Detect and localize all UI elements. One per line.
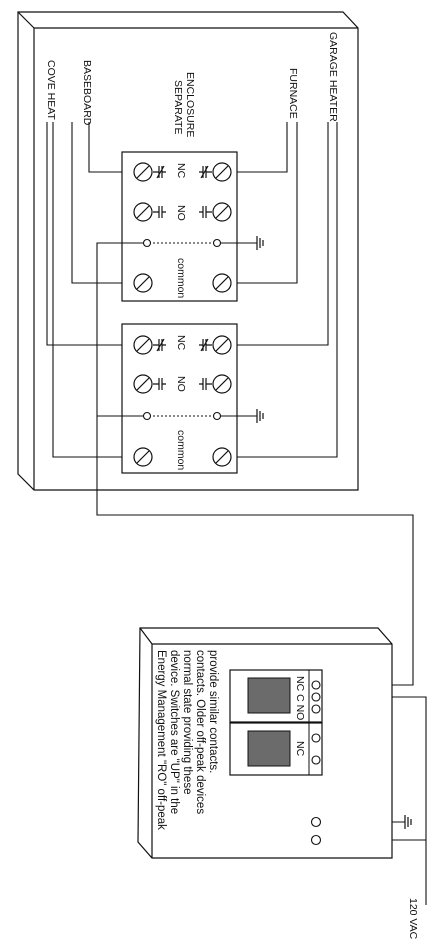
load-label-baseboard: BASEBOARD (81, 60, 93, 126)
load-wires (46, 122, 338, 458)
ground-icon (256, 409, 264, 423)
supply-voltage-label: 120 VAC (407, 898, 419, 940)
device-description-line-2: device. Switches are "UP" in the (168, 650, 180, 814)
wire-cove-heat-b (52, 122, 135, 458)
wire-baseboard-a (88, 122, 135, 173)
switch-nc-c-no: NC C NO (229, 669, 323, 723)
enclosure-title: SEPARATE ENCLOSURE (172, 72, 196, 137)
relay-lower-common-label: common (175, 430, 187, 470)
relay-upper-common-label: common (175, 258, 187, 298)
device-description: Energy Management "RO" off-peak device. … (155, 650, 219, 830)
load-label-garage-heater: GARAGE HEATER (327, 32, 339, 122)
supply-terminals (310, 816, 322, 846)
wire-cove-heat-a (46, 122, 135, 346)
device-description-line-4: contacts. Older off-peak devices (194, 650, 206, 814)
wire-furnace-a (225, 122, 288, 173)
relay-lower-nc-label: NC (175, 335, 187, 351)
ground-icon (256, 236, 264, 250)
device-description-line-1: Energy Management "RO" off-peak (155, 650, 167, 830)
enclosure-title-line1: SEPARATE (172, 80, 184, 134)
device-description-line-3: normal state providing these (181, 650, 193, 794)
switch-b-terminal-label: NC (294, 741, 306, 757)
wire-furnace-b (225, 122, 298, 284)
wire-garage-b (225, 122, 338, 458)
switch-a-terminal-labels: NC C NO (294, 676, 306, 720)
ground-icon (404, 815, 412, 829)
load-label-furnace: FURNACE (287, 68, 299, 119)
switch-nc: NC (229, 722, 323, 776)
wire-garage-a (225, 122, 329, 346)
load-label-cove-heat: COVE HEAT (45, 60, 57, 120)
wire-baseboard-b (71, 122, 135, 284)
relay-upper-nc-label: NC (175, 163, 187, 179)
relay-lower-no-label: NO (175, 376, 187, 392)
enclosure-title-line2: ENCLOSURE (184, 72, 196, 137)
relay-upper: NC NO common (121, 151, 257, 302)
device-description-line-5: provide similar contacts. (207, 650, 219, 773)
relay-upper-no-label: NO (175, 205, 187, 221)
relay-lower: NC NO common (121, 323, 257, 474)
